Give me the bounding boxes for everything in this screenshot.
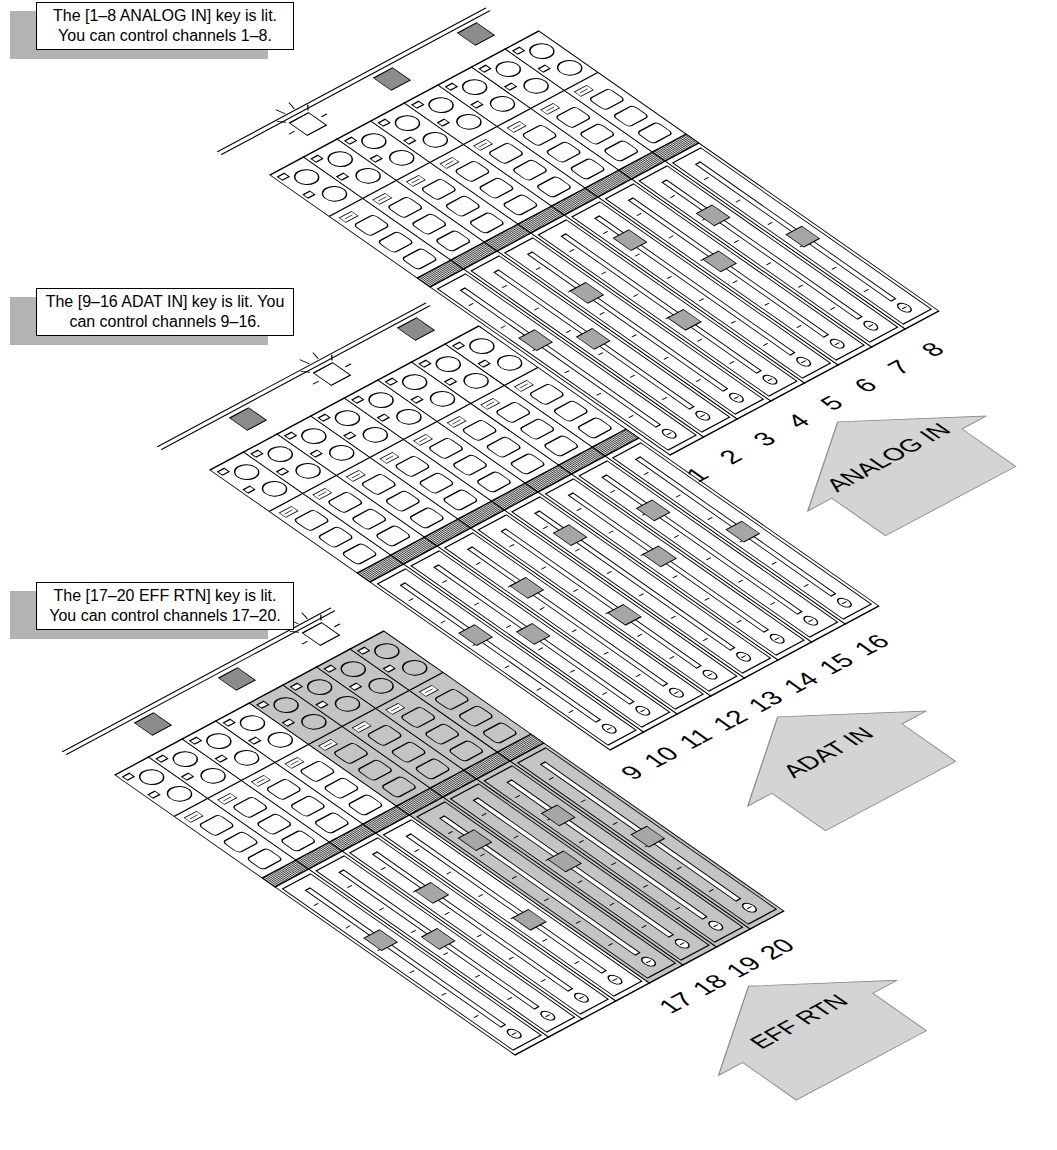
channel-number: 3 <box>746 427 783 451</box>
channel-number: 13 <box>741 686 791 717</box>
channel-number: 18 <box>685 970 735 1001</box>
input-arrow: ADAT IN <box>687 669 981 845</box>
callout-text: The [9–16 ADAT IN] key is lit. You can c… <box>42 292 288 332</box>
input-arrow: ANALOG IN <box>747 374 1041 550</box>
lit-key <box>314 363 351 386</box>
arrow-shape <box>748 374 1039 548</box>
callout-box: The [1–8 ANALOG IN] key is lit. You can … <box>36 2 294 50</box>
mixer-panel <box>208 0 938 461</box>
callout-text: The [17–20 EFF RTN] key is lit. You can … <box>42 586 288 626</box>
channel-number: 14 <box>776 667 826 698</box>
channel-strip <box>472 49 906 347</box>
channel-number: 6 <box>847 373 884 397</box>
lit-key <box>290 113 327 136</box>
channel-number: 2 <box>712 445 749 469</box>
channel-number: 20 <box>752 934 802 965</box>
channel-strip <box>505 31 939 329</box>
fader-caps <box>324 776 680 984</box>
key-light-rays <box>263 96 327 134</box>
callout-text: The [1–8 ANALOG IN] key is lit. You can … <box>42 6 288 46</box>
arrow-shape <box>688 669 979 843</box>
key-light-rays <box>287 346 351 384</box>
channel-number: 12 <box>705 705 755 736</box>
channel-number: 11 <box>672 724 720 754</box>
arrow-shape <box>659 939 950 1113</box>
channel-number: 4 <box>780 409 817 433</box>
fader-caps <box>419 471 775 679</box>
channel-number: 7 <box>880 355 917 379</box>
channel-number: 8 <box>914 337 951 361</box>
callout-box: The [9–16 ADAT IN] key is lit. You can c… <box>36 288 294 336</box>
channel-number: 5 <box>813 391 850 415</box>
channel-number: 9 <box>613 761 650 785</box>
input-arrow: EFF RTN <box>658 938 952 1114</box>
channel-number: 15 <box>812 648 862 679</box>
channel-number: 10 <box>636 742 686 773</box>
lit-key <box>303 623 340 646</box>
callout-box: The [17–20 EFF RTN] key is lit. You can … <box>36 582 294 630</box>
channel-number: 16 <box>847 630 897 661</box>
channel-number: 1 <box>679 463 716 487</box>
layer-keys <box>62 608 356 770</box>
fader-caps <box>479 176 835 384</box>
channel-number: 19 <box>719 952 769 983</box>
channel-number: 17 <box>651 987 701 1018</box>
